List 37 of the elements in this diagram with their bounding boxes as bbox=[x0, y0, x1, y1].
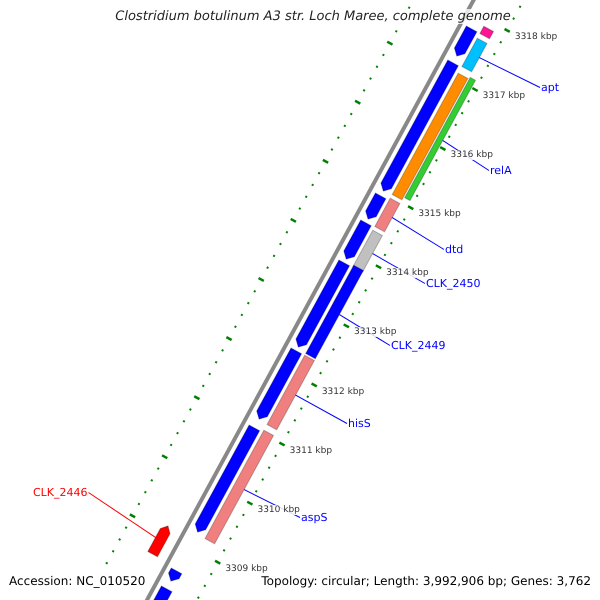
gene-label: relA bbox=[490, 164, 512, 177]
scale-label: 3314 kbp bbox=[386, 268, 429, 278]
gene-label: aspS bbox=[301, 511, 328, 524]
gene-segment bbox=[365, 192, 387, 220]
gene-block bbox=[374, 198, 401, 232]
scale-label: 3312 kbp bbox=[322, 386, 364, 397]
scale-label: 3317 kbp bbox=[482, 91, 526, 102]
leader-line bbox=[392, 217, 444, 250]
scale-label: 3313 kbp bbox=[354, 327, 396, 338]
gene-label: CLK_2446 bbox=[33, 486, 88, 499]
scale-label: 3311 kbp bbox=[290, 446, 332, 456]
genome-title: Clostridium botulinum A3 str. Loch Maree, complete genome bbox=[113, 9, 513, 24]
gene-label: CLK_2450 bbox=[426, 277, 481, 290]
gene-segment bbox=[454, 25, 478, 57]
gene-label: CLK_2449 bbox=[391, 339, 446, 352]
gene-segment bbox=[343, 219, 372, 260]
scale-label: 3310 kbp bbox=[257, 504, 300, 515]
scale-label: 3309 kbp bbox=[225, 564, 268, 574]
gene-segment bbox=[256, 347, 302, 420]
leader-line bbox=[295, 394, 348, 424]
gene-segment bbox=[295, 259, 350, 348]
leader-line bbox=[478, 57, 540, 88]
gene-block bbox=[404, 76, 476, 202]
gene-label: hisS bbox=[348, 417, 371, 430]
gene-block bbox=[266, 354, 316, 430]
gene-label: dtd bbox=[445, 243, 464, 256]
gene-label: apt bbox=[541, 81, 560, 94]
accession-text: Accession: NC_010520 bbox=[9, 574, 146, 588]
leader-line bbox=[88, 492, 156, 538]
gene-segment bbox=[168, 567, 182, 582]
scale-label: 3315 kbp bbox=[418, 209, 461, 220]
scale-label: 3316 kbp bbox=[450, 150, 493, 160]
gene-block bbox=[461, 38, 488, 72]
gene-segment bbox=[147, 525, 171, 558]
topology-text: Topology: circular; Length: 3,992,906 bp; Genes: 3,762 bbox=[261, 574, 591, 588]
gene-block bbox=[352, 230, 384, 272]
scale-label: 3318 kbp bbox=[514, 32, 558, 42]
